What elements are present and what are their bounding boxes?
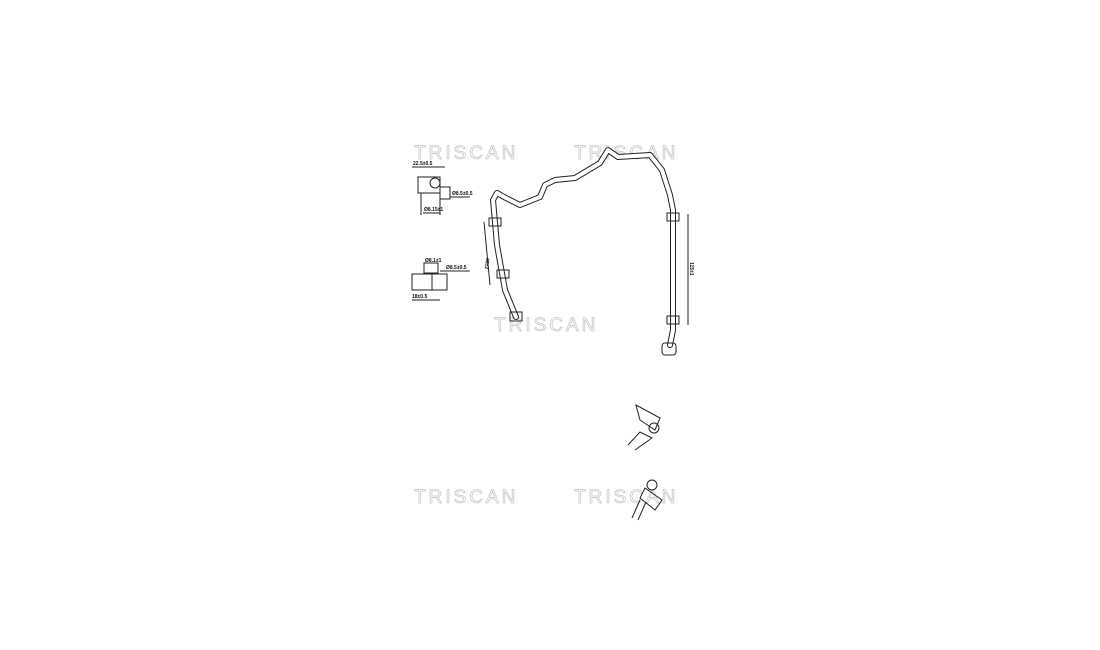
dim-label: 88±2 <box>483 258 490 270</box>
brake-hose-assembly: 88±2 115±1 <box>483 147 694 356</box>
dim-label: Ø8.5±0.5 <box>446 265 467 271</box>
dim-label: Ø8.5±0.5 <box>452 191 473 197</box>
watermark: TRISCAN <box>414 143 518 164</box>
dim-label: 22.5±0.5 <box>413 161 433 167</box>
watermarks: TRISCAN TRISCAN TRISCAN TRISCAN TRISCAN <box>414 143 678 509</box>
watermark: TRISCAN <box>494 315 598 336</box>
detail-top: 22.5±0.5 Ø8.15±1 Ø8.5±0.5 <box>412 161 473 215</box>
detail-bottom: Ø8.1±1 Ø8.5±0.5 18±0.5 <box>411 258 470 301</box>
watermark: TRISCAN <box>574 487 678 508</box>
watermark: TRISCAN <box>414 487 518 508</box>
dim-label: Ø8.15±1 <box>424 207 443 213</box>
dim-label: Ø8.1±1 <box>425 258 442 264</box>
dim-label: 115±1 <box>688 262 694 276</box>
dim-label: 18±0.5 <box>412 294 427 300</box>
fitting-view-1 <box>627 404 661 451</box>
fitting-view-2 <box>631 479 663 521</box>
